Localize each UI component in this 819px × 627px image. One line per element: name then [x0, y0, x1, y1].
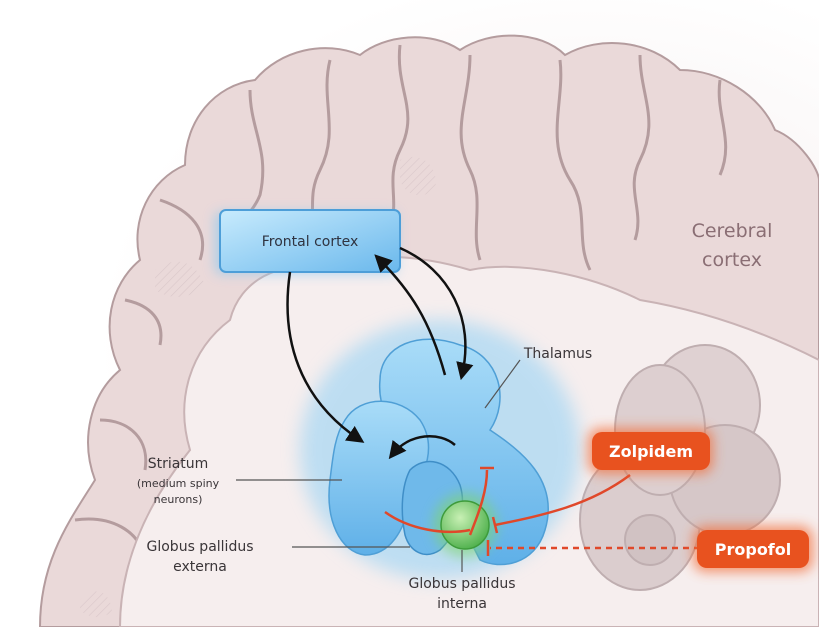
cerebral-cortex-label-line1: Cerebral	[692, 220, 773, 242]
striatum-label: Striatum	[148, 456, 209, 472]
thalamus-label: Thalamus	[523, 346, 592, 362]
striatum-sublabel-line2: neurons)	[154, 493, 203, 506]
striatum-sublabel-line1: (medium spiny	[137, 477, 220, 490]
zolpidem-label: Zolpidem	[609, 442, 693, 461]
globus-pallidus-interna-shape	[441, 501, 489, 549]
cerebral-cortex-label-line2: cortex	[702, 249, 762, 271]
frontal-cortex-label: Frontal cortex	[262, 234, 359, 250]
zolpidem-badge: Zolpidem	[588, 428, 713, 474]
propofol-label: Propofol	[715, 540, 792, 559]
globus-pallidus-externa-label-line1: Globus pallidus	[147, 539, 254, 555]
globus-pallidus-externa-label-line2: externa	[173, 559, 227, 575]
globus-pallidus-interna-label-line1: Globus pallidus	[409, 576, 516, 592]
propofol-badge: Propofol	[693, 526, 813, 572]
globus-pallidus-interna-label-line2: interna	[437, 596, 487, 612]
